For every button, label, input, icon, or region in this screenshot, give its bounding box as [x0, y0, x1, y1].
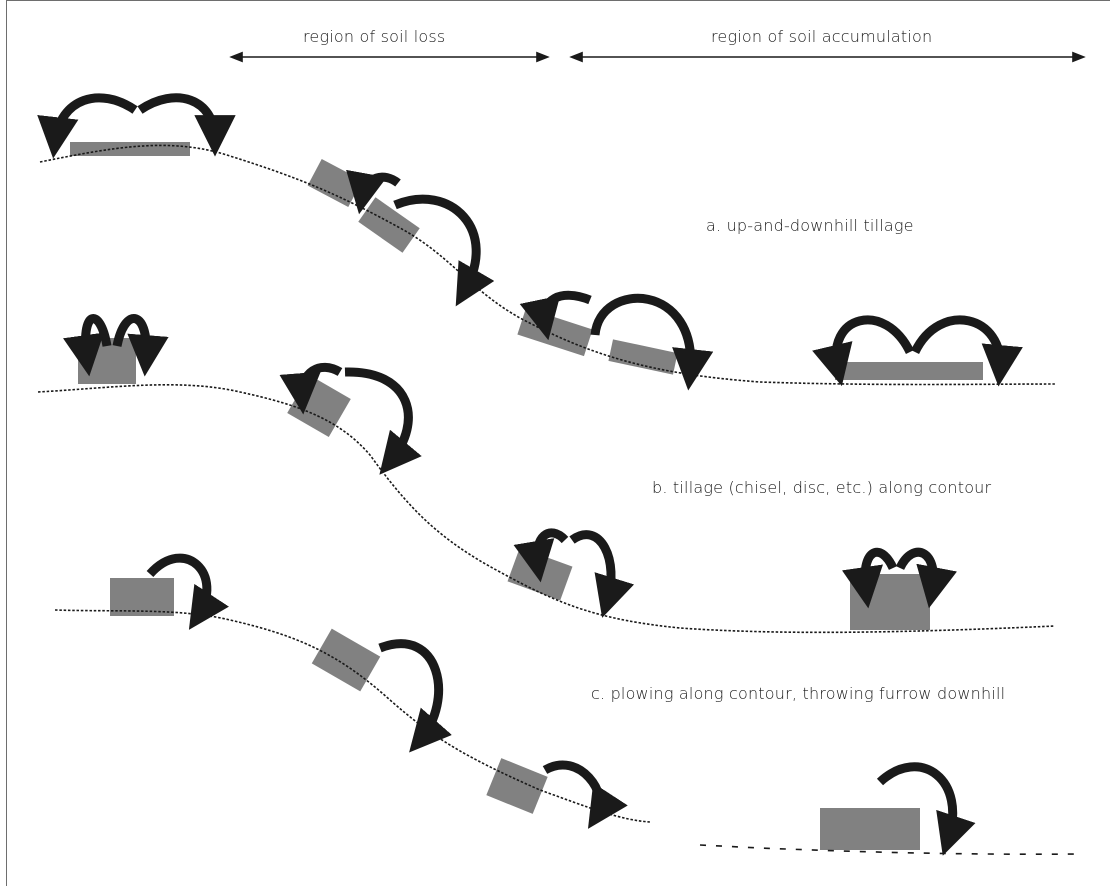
- slope-profile-c-tail: [699, 844, 1081, 855]
- soil-throw-arrow-icon: [112, 314, 169, 377]
- tillage-implement-icon: [287, 374, 351, 438]
- soil-throw-arrow-icon: [910, 315, 1023, 387]
- soil-throw-arrow-icon: [812, 315, 915, 387]
- soil-throw-arrow-icon: [842, 547, 898, 609]
- tillage-implement-icon: [517, 307, 593, 357]
- panel-c-label: c. plowing along contour, throwing furro…: [591, 684, 1006, 703]
- soil-throw-arrow-icon: [393, 194, 495, 307]
- soil-throw-arrow-icon: [876, 762, 976, 856]
- tillage-implement-icon: [110, 578, 174, 616]
- slope-profile-b: [37, 384, 1056, 634]
- tillage-implement-icon: [311, 628, 381, 692]
- slope-profile-a: [39, 144, 1056, 386]
- soil-throw-arrow-icon: [344, 367, 422, 475]
- tillage-implement-icon: [358, 197, 420, 253]
- soil-throw-arrow-icon: [137, 93, 236, 157]
- tillage-implement-icon: [486, 758, 548, 814]
- soil-throw-arrow-icon: [146, 553, 229, 630]
- panel-a-label: a. up-and-downhill tillage: [706, 216, 914, 235]
- soil-throw-arrow-icon: [279, 362, 343, 415]
- soil-loss-region-label: region of soil loss: [303, 27, 446, 46]
- figure-frame: [6, 0, 1110, 886]
- soil-accumulation-region-label: region of soil accumulation: [711, 27, 933, 46]
- soil-throw-arrow-icon: [542, 760, 628, 829]
- panel-b-label: b. tillage (chisel, disc, etc.) along co…: [652, 478, 992, 497]
- soil-throw-arrow-icon: [895, 547, 957, 609]
- soil-throw-arrow-icon: [378, 639, 452, 753]
- soil-throw-arrows: [37, 93, 1023, 856]
- soil-throw-arrow-icon: [569, 530, 635, 618]
- tillage-implement-icon: [307, 158, 363, 208]
- tillage-implement-icon: [835, 362, 983, 380]
- soil-throw-arrow-icon: [513, 528, 569, 583]
- soil-throw-arrow-icon: [37, 93, 138, 159]
- tillage-implement-icon: [608, 339, 678, 375]
- tillage-implement-icon: [70, 142, 190, 156]
- slope-profile-c: [54, 609, 651, 823]
- soil-throw-arrow-icon: [519, 290, 592, 341]
- soil-throw-arrow-icon: [590, 293, 714, 391]
- tillage-implement-icon: [820, 808, 920, 850]
- soil-throw-arrow-icon: [346, 169, 401, 215]
- soil-throw-arrow-icon: [63, 314, 112, 377]
